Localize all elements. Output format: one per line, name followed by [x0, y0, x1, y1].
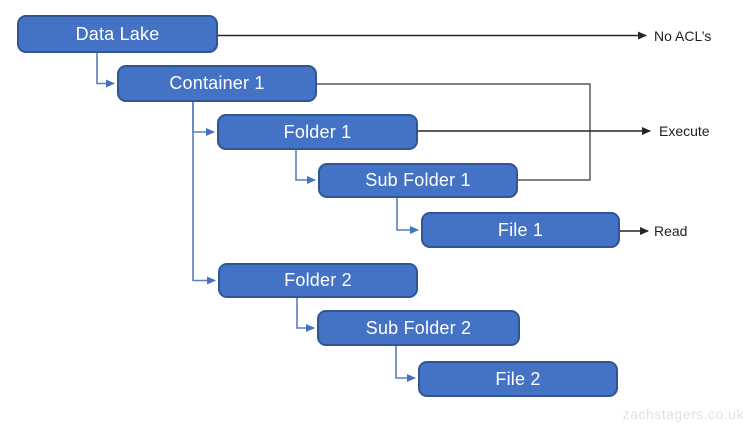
- node-file-1: File 1: [421, 212, 620, 248]
- node-data-lake: Data Lake: [17, 15, 218, 53]
- edge-datalake-container1: [96, 53, 115, 88]
- label-read: Read: [654, 223, 688, 239]
- watermark: zachstagers.co.uk: [622, 406, 744, 422]
- node-container-1: Container 1: [117, 65, 317, 102]
- edge-container1-folder2: [192, 102, 216, 285]
- node-sub-folder-1: Sub Folder 1: [318, 163, 518, 198]
- edge-subfolder2-file2: [395, 346, 416, 382]
- node-file-2: File 2: [418, 361, 618, 397]
- edge-container1-folder1: [192, 102, 215, 136]
- edge-subfolder1-file1: [396, 198, 419, 234]
- label-no-acls: No ACL’s: [654, 28, 712, 44]
- node-folder-2: Folder 2: [218, 263, 418, 298]
- node-sub-folder-2: Sub Folder 2: [317, 310, 520, 346]
- label-execute: Execute: [659, 123, 710, 139]
- edge-folder1-subfolder1: [295, 150, 316, 184]
- edge-container1-merge: [317, 83, 591, 181]
- node-folder-1: Folder 1: [217, 114, 418, 150]
- edge-folder2-subfolder2: [296, 298, 315, 332]
